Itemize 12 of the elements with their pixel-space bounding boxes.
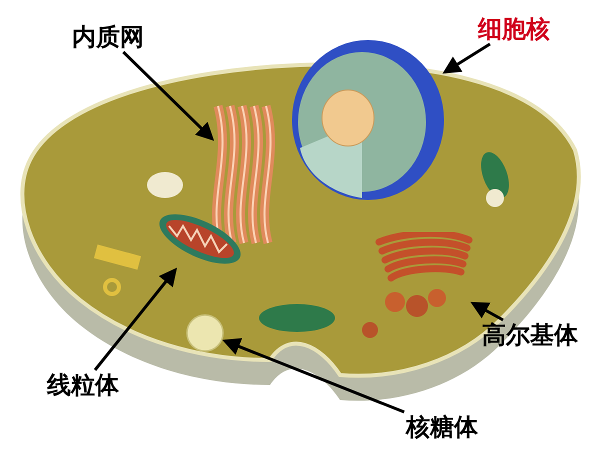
nucleus-drawing (290, 38, 445, 203)
leader-arrow (222, 338, 405, 414)
organelle-label: 细胞核 (458, 14, 570, 44)
organelle-label: 核糖体 (386, 412, 498, 442)
golgi-apparatus-drawing (375, 232, 473, 320)
ribosome-drawing (185, 313, 225, 353)
organelle-label: 线粒体 (28, 370, 138, 400)
leader-arrow (94, 268, 178, 371)
leader-arrow (122, 50, 214, 141)
organelle-label: 内质网 (52, 22, 164, 52)
leader-arrow (442, 42, 491, 74)
organelle-label: 高尔基体 (462, 320, 598, 350)
